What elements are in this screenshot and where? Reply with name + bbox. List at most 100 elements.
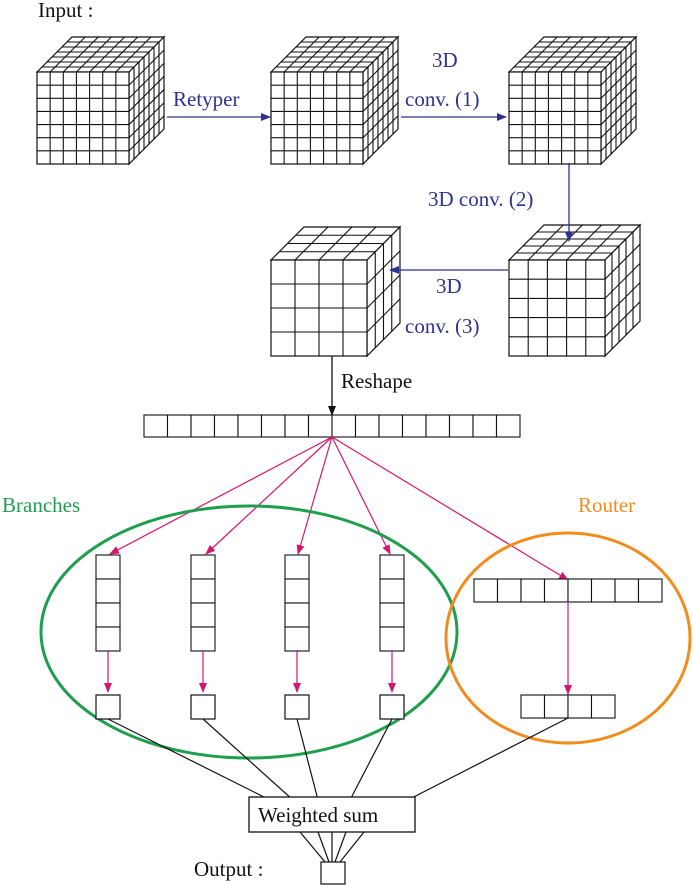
conv3-label-line1: 3D <box>436 274 462 298</box>
cube-grid-line <box>362 76 399 112</box>
cube-front-face <box>508 259 606 357</box>
branches-label: Branches <box>2 493 80 517</box>
router-hidden-cell <box>567 578 593 603</box>
router-hidden-cell <box>473 578 499 603</box>
branch-4-cell <box>379 578 405 604</box>
vector-cell <box>190 414 216 438</box>
cube-grid-line <box>604 301 641 338</box>
branch-1-output <box>95 694 121 720</box>
cube-front-face <box>508 71 602 165</box>
retyper-label: Retyper <box>173 87 239 111</box>
vector-cell <box>425 414 451 438</box>
router-hidden-cell <box>543 578 569 603</box>
cube-grid-line <box>366 298 401 333</box>
cube-grid-line <box>548 36 584 73</box>
cube-grid-line <box>128 89 165 125</box>
input-label: Input : <box>38 0 93 22</box>
reshape-label: Reshape <box>341 369 412 393</box>
branch-1-cell <box>95 578 121 604</box>
router-hidden-cell <box>520 578 546 603</box>
output-line-1 <box>299 831 326 863</box>
router-label: Router <box>578 493 635 517</box>
cube-grid-line <box>128 62 165 99</box>
cube-grid-line <box>362 49 399 86</box>
branch-3-output <box>284 694 310 720</box>
cube-grid-line <box>587 36 624 73</box>
branch-2-cell <box>190 578 216 604</box>
cube-grid-line <box>547 224 583 261</box>
sum-line-2 <box>202 718 294 801</box>
cube-grid-line <box>128 102 165 139</box>
router-output-cell <box>590 694 616 719</box>
cube-grid-line <box>561 36 597 73</box>
cube-grid-line <box>585 224 622 261</box>
branch-1-cell <box>95 626 121 652</box>
cube-grid-line <box>566 224 602 261</box>
conv1-label-line1: 3D <box>432 48 458 72</box>
conv3-cube <box>269 225 402 358</box>
cube-grid-line <box>600 62 637 99</box>
branch-1-cell <box>95 554 121 580</box>
input-cube <box>35 35 166 166</box>
cube-grid-line <box>600 102 637 139</box>
vector-cell <box>448 414 474 438</box>
cube-grid-line <box>89 36 125 73</box>
branch-vectors <box>95 554 405 652</box>
vector-cell <box>472 414 498 438</box>
branch-2-cell <box>190 626 216 652</box>
vector-cell <box>495 414 521 438</box>
cube-grid-line <box>362 62 399 99</box>
output-label: Output : <box>194 857 263 881</box>
cube-front-face <box>270 71 364 165</box>
vector-cell <box>378 414 404 438</box>
cube-grid-line <box>336 36 373 73</box>
router-output-cell <box>567 694 593 719</box>
branch-3-cell <box>284 578 310 604</box>
cube-grid-line <box>76 36 112 73</box>
cube-grid-line <box>128 115 165 152</box>
cube-grid-line <box>296 36 333 73</box>
cube-grid-line <box>62 36 99 73</box>
conv3-label-line2: conv. (3) <box>405 314 479 338</box>
router-output-cell <box>543 694 569 719</box>
fanout-arrow-branch-3 <box>296 436 333 555</box>
cube-grid-line <box>604 243 641 280</box>
cube-grid-line <box>310 36 346 73</box>
cube-grid-line <box>49 36 86 73</box>
vector-cell <box>284 414 310 438</box>
weighted-sum-box <box>248 796 416 833</box>
router-vectors <box>473 578 663 719</box>
branch-4-cell <box>379 554 405 580</box>
vector-cell <box>166 414 192 438</box>
cube-grid-line <box>574 36 611 73</box>
cube-grid-line <box>128 76 165 112</box>
cube-grid-line <box>604 282 641 318</box>
cube-front-face <box>36 71 130 165</box>
vector-cell <box>143 414 169 438</box>
output-line-2 <box>317 831 330 863</box>
cube-grid-line <box>362 89 399 125</box>
branch-2-cell <box>190 602 216 628</box>
flattened-vector <box>143 414 521 438</box>
cube-grid-line <box>115 36 152 73</box>
vector-cell <box>237 414 263 438</box>
cube-grid-line <box>128 49 165 86</box>
cube-grid-line <box>600 89 637 125</box>
conv1-label-line2: conv. (1) <box>405 87 479 111</box>
branch-3-cell <box>284 626 310 652</box>
vector-cell <box>260 414 286 438</box>
router-hidden-cell <box>590 578 616 603</box>
cube-grid-line <box>366 274 401 309</box>
cube-grid-line <box>604 263 641 299</box>
cube-grid-line <box>534 36 571 73</box>
branch-4-output <box>379 694 405 720</box>
vector-cell <box>331 414 357 438</box>
vector-cell <box>354 414 380 438</box>
vector-cell <box>213 414 239 438</box>
router-output-cell <box>520 694 546 719</box>
router-ellipse <box>444 531 692 745</box>
branch-2-output <box>190 694 216 720</box>
fanout-arrow-branch-2 <box>205 436 333 555</box>
branch-4-cell <box>379 602 405 628</box>
